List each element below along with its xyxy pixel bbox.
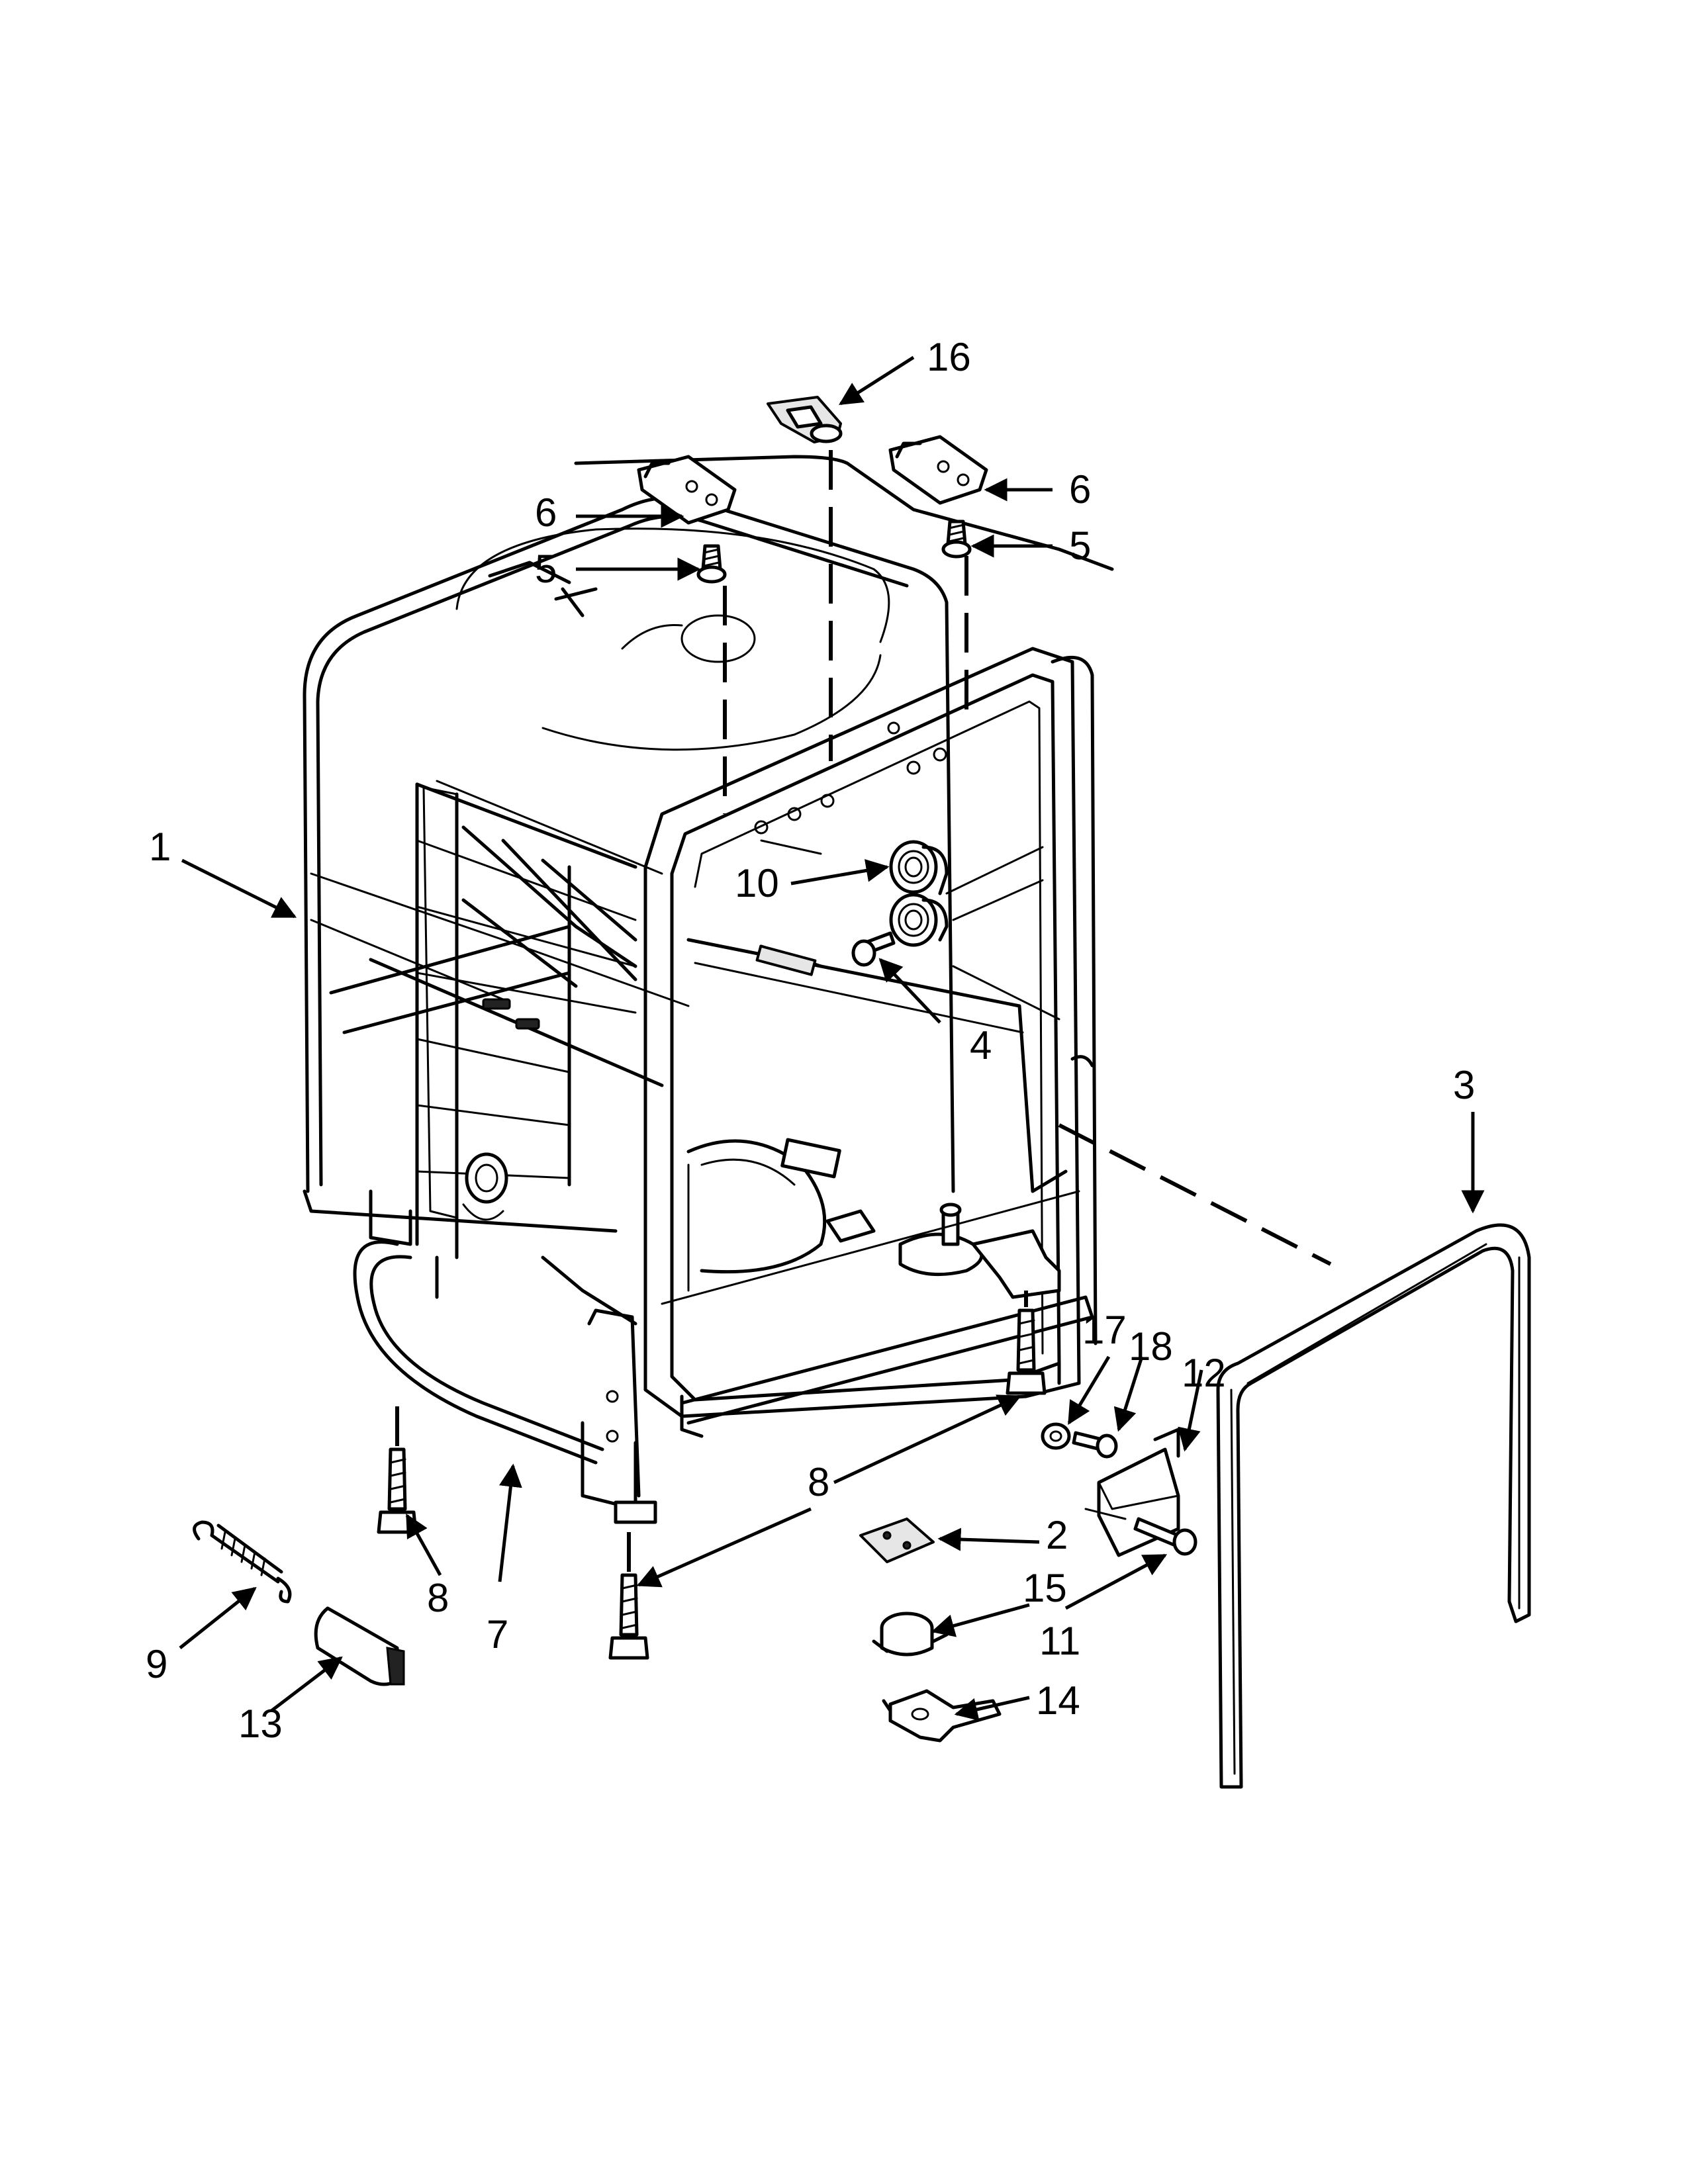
callout-7: 7 bbox=[487, 1612, 508, 1657]
clip-part-2 bbox=[859, 1518, 935, 1563]
vent-clip bbox=[767, 396, 843, 443]
screw-part-18 bbox=[1072, 1431, 1118, 1459]
screw-left bbox=[696, 544, 727, 584]
callout-labels: 1 16 6 5 6 5 10 4 3 17 18 12 8 2 15 11 1… bbox=[146, 335, 1475, 1746]
hinge-bracket-right bbox=[888, 435, 988, 505]
callout-6-left: 6 bbox=[535, 490, 557, 535]
door-frame-part bbox=[353, 1240, 657, 1524]
callout-15: 15 bbox=[1023, 1566, 1067, 1610]
callout-5-right: 5 bbox=[1069, 523, 1091, 568]
callout-6-right: 6 bbox=[1069, 467, 1091, 512]
callout-8-right: 8 bbox=[808, 1460, 829, 1504]
callout-4: 4 bbox=[970, 1023, 992, 1068]
callout-5-left: 5 bbox=[535, 547, 557, 591]
grommets bbox=[889, 840, 949, 947]
callout-1: 1 bbox=[149, 825, 171, 869]
callout-10: 10 bbox=[735, 861, 779, 905]
leveling-leg-3 bbox=[1006, 1308, 1047, 1395]
callout-14: 14 bbox=[1036, 1678, 1080, 1723]
callout-9: 9 bbox=[146, 1642, 167, 1686]
dishwasher-tub bbox=[303, 455, 1114, 1438]
door-spring bbox=[193, 1520, 292, 1604]
cover-pad bbox=[314, 1606, 405, 1686]
washer-part-17 bbox=[1041, 1422, 1071, 1450]
callout-13: 13 bbox=[238, 1702, 283, 1746]
leveling-leg-2 bbox=[608, 1573, 649, 1660]
callout-11: 11 bbox=[1039, 1619, 1080, 1663]
door-gasket bbox=[1216, 1223, 1531, 1789]
screw-part-11 bbox=[1133, 1517, 1197, 1556]
thermostat-bracket-part-14 bbox=[882, 1689, 1002, 1743]
assembly-lines bbox=[395, 450, 1332, 1572]
callout-17: 17 bbox=[1082, 1308, 1127, 1352]
callout-18: 18 bbox=[1129, 1324, 1173, 1369]
callout-16: 16 bbox=[927, 335, 971, 379]
callout-3: 3 bbox=[1453, 1063, 1475, 1107]
screw-part-4 bbox=[851, 931, 896, 967]
callout-8-left: 8 bbox=[427, 1576, 449, 1620]
thermostat-part-15 bbox=[872, 1612, 949, 1657]
callout-12: 12 bbox=[1182, 1351, 1226, 1395]
hinge-bracket-left bbox=[637, 455, 737, 525]
leader-arrows bbox=[179, 355, 1485, 1721]
callout-2: 2 bbox=[1046, 1513, 1068, 1557]
screw-right bbox=[941, 520, 972, 559]
